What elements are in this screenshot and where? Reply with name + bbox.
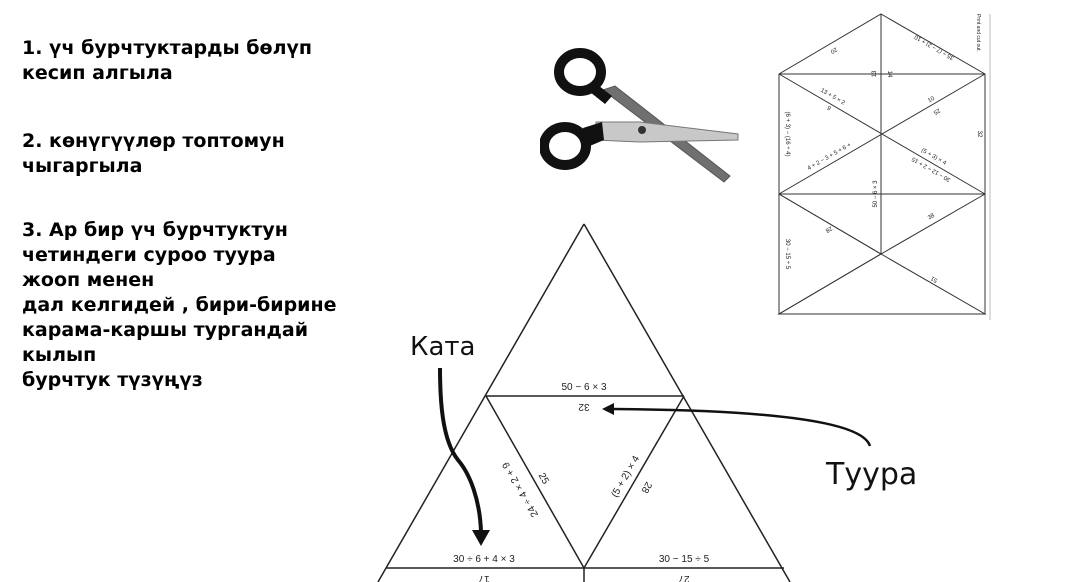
right-diag-answer: 28 [638, 480, 653, 496]
puzzle-thumbnail: 20 13 14 35 ÷ (7 − 2) + 10 13 + 5 × 2 9 … [777, 13, 991, 320]
bottom-right-answer: 27 [678, 573, 690, 582]
arrow-correct-head [602, 403, 614, 415]
left-diag-answer: 25 [536, 471, 551, 487]
label-correct: Туура [825, 457, 917, 492]
puzzle-lines [377, 223, 791, 582]
arrow-correct [611, 407, 872, 447]
thumb-label: 14 [886, 71, 892, 78]
left-diag-question: 24 ÷ 4 × 2 + 9 [500, 459, 541, 518]
thumb-label: 32 [976, 131, 982, 138]
thumb-label: 51 [930, 274, 939, 283]
instruction-step-2: 2. көнүгүүлөр топтомун чыгаргыла [22, 130, 285, 177]
thumb-label: 13 [872, 70, 878, 77]
scissors-pivot [638, 126, 646, 134]
thumb-label: (6 + 3) − (16 ÷ 4) [784, 112, 790, 157]
top-edge-answer: 32 [578, 401, 590, 412]
instructions-panel: 1. үч бурчтуктарды бөлүп кесип алгыла 2.… [22, 0, 337, 582]
label-wrong: Ката [410, 332, 475, 362]
thumb-label: 9 [826, 106, 832, 113]
puzzle-labels: 50 − 6 × 3 32 25 24 ÷ 4 × 2 + 9 (5 + 2) … [453, 382, 709, 582]
arrow-wrong-head [472, 530, 490, 546]
bottom-left-answer: 17 [478, 573, 490, 582]
thumb-label: 30 − 15 ÷ 5 [784, 239, 790, 270]
thumb-label: 28 [824, 225, 833, 234]
bottom-right-question: 30 − 15 ÷ 5 [659, 554, 710, 565]
thumb-label: 10 [927, 96, 936, 105]
scissors-handle-top [554, 48, 606, 96]
bottom-left-question: 30 ÷ 6 + 4 × 3 [453, 554, 515, 565]
arrow-wrong [438, 367, 483, 533]
thumb-label: 38 [927, 213, 936, 222]
thumb-label: 25 [932, 107, 941, 116]
instruction-step-3: 3. Ар бир үч бурчтуктун четиндеги суроо … [22, 219, 337, 391]
thumb-side-note: Print and cut out. [975, 14, 981, 52]
thumb-label: 20 [829, 46, 838, 55]
thumb-label: 50 − 6 × 3 [873, 180, 879, 208]
scissors-icon [540, 48, 739, 183]
top-edge-question: 50 − 6 × 3 [561, 382, 606, 393]
instruction-step-1: 1. үч бурчтуктарды бөлүп кесип алгыла [22, 37, 313, 84]
